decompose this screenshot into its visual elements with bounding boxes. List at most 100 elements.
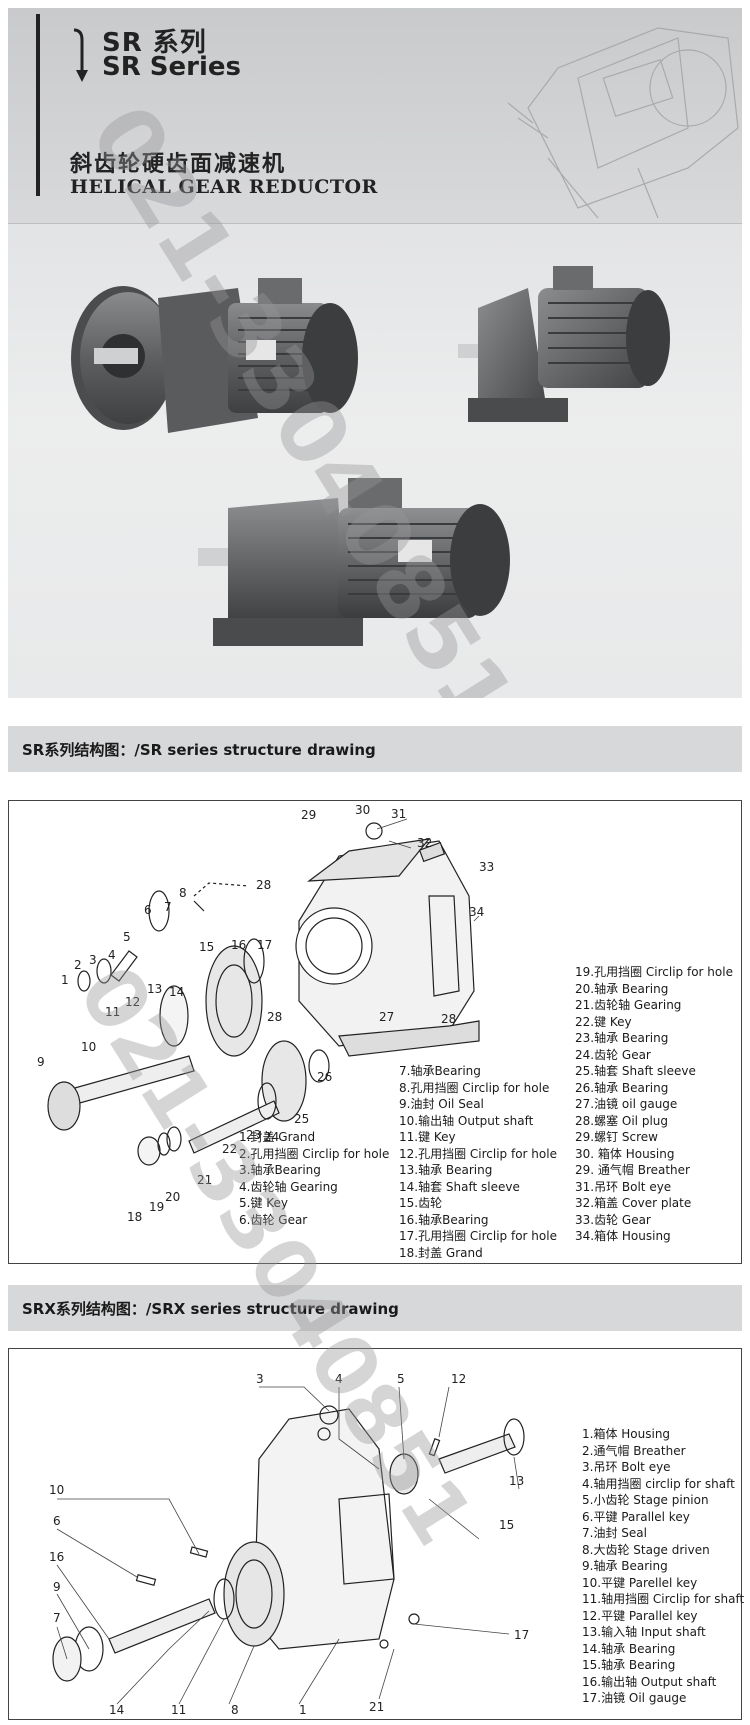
- part-number: 18: [127, 1210, 142, 1224]
- legend-item: 13.输入轴 Input shaft: [582, 1625, 706, 1639]
- part-number: 27: [379, 1010, 394, 1024]
- part-number: 21: [369, 1700, 384, 1714]
- part-number: 1: [61, 973, 69, 987]
- part-number: 33: [479, 860, 494, 874]
- legend-item: 23.轴承 Bearing: [575, 1031, 669, 1045]
- legend-item: 17.孔用挡圈 Circlip for hole: [399, 1229, 557, 1243]
- part-number: 6: [144, 903, 152, 917]
- legend-item: 18.封盖 Grand: [399, 1245, 483, 1260]
- legend-item: 10.输出轴 Output shaft: [399, 1113, 534, 1128]
- legend-item: 12.平键 Parallel key: [582, 1608, 698, 1623]
- sr-parts-legend-a: 1.封盖 Grand 2.孔用挡圈 Circlip for hole 3.轴承B…: [239, 1129, 389, 1228]
- legend-item: 26.轴承 Bearing: [575, 1080, 669, 1095]
- part-number: 11: [171, 1703, 186, 1717]
- legend-item: 4.齿轮轴 Gearing: [239, 1179, 338, 1194]
- part-number: 24: [264, 1130, 279, 1144]
- title-accent-bar: [36, 14, 40, 196]
- legend-item: 29. 通气帽 Breather: [575, 1163, 690, 1177]
- part-number: 15: [199, 940, 214, 954]
- legend-item: 3.吊环 Bolt eye: [582, 1460, 671, 1474]
- sr-exploded-view-drawing: 29 30 31 32 33 34 28 17 28 27 28 6 8 7 5…: [37, 803, 494, 1224]
- legend-item: 29.螺钉 Screw: [575, 1130, 658, 1144]
- gear-reducer-photo-foot: [458, 266, 670, 422]
- series-name-cn: SR 系列: [102, 28, 207, 58]
- part-number: 23: [246, 1128, 261, 1142]
- series-name-en: SR Series: [102, 52, 242, 82]
- part-number: 3: [256, 1372, 264, 1386]
- part-number: 26: [317, 1070, 332, 1084]
- legend-item: 34.箱体 Housing: [575, 1229, 671, 1243]
- part-number: 4: [108, 948, 116, 962]
- legend-item: 27.油镜 oil gauge: [575, 1097, 678, 1111]
- part-number: 22: [222, 1142, 237, 1156]
- part-number: 28: [267, 1010, 282, 1024]
- part-number: 14: [109, 1703, 124, 1717]
- legend-item: 5.键 Key: [239, 1196, 289, 1210]
- part-number: 1: [299, 1703, 307, 1717]
- legend-item: 2.通气帽 Breather: [582, 1443, 686, 1458]
- part-number: 5: [123, 930, 131, 944]
- part-number: 32: [417, 836, 432, 850]
- part-number: 20: [165, 1190, 180, 1204]
- legend-item: 22.键 Key: [575, 1014, 632, 1029]
- legend-item: 19.孔用挡圈 Circlip for hole: [575, 965, 733, 979]
- legend-item: 20.轴承 Bearing: [575, 981, 669, 996]
- legend-item: 10.平键 Parellel key: [582, 1575, 698, 1590]
- part-number: 9: [37, 1055, 45, 1069]
- part-number: 29: [301, 808, 316, 822]
- legend-item: 8.大齿轮 Stage driven: [582, 1542, 710, 1557]
- part-number: 7: [164, 900, 172, 914]
- part-number: 14: [169, 985, 184, 999]
- legend-item: 15.齿轮: [399, 1196, 443, 1210]
- part-number: 13: [509, 1474, 524, 1488]
- legend-item: 7.轴承Bearing: [399, 1064, 481, 1078]
- sr-parts-legend-c: 19.孔用挡圈 Circlip for hole 20.轴承 Bearing 2…: [575, 964, 733, 1245]
- part-number: 12: [125, 995, 140, 1009]
- legend-item: 8.孔用挡圈 Circlip for hole: [399, 1080, 550, 1095]
- part-number: 6: [53, 1514, 61, 1528]
- hero-divider: [8, 223, 742, 224]
- legend-item: 24.齿轮 Gear: [575, 1047, 651, 1062]
- gear-reducer-photo-flange: [71, 278, 358, 433]
- legend-item: 14.轴承 Bearing: [582, 1641, 676, 1656]
- part-number: 25: [294, 1112, 309, 1126]
- part-number: 12: [451, 1372, 466, 1386]
- part-number: 21: [197, 1173, 212, 1187]
- part-number: 7: [53, 1611, 61, 1625]
- legend-item: 31.吊环 Bolt eye: [575, 1179, 672, 1194]
- legend-item: 2.孔用挡圈 Circlip for hole: [239, 1146, 390, 1161]
- legend-item: 11.轴用挡圈 Circlip for shaft: [582, 1592, 745, 1606]
- legend-item: 21.齿轮轴 Gearing: [575, 998, 682, 1012]
- part-number: 8: [179, 886, 187, 900]
- legend-item: 1.箱体 Housing: [582, 1427, 671, 1441]
- part-number: 17: [514, 1628, 529, 1642]
- part-number: 8: [231, 1703, 239, 1717]
- sr-parts-legend-b: 7.轴承Bearing 8.孔用挡圈 Circlip for hole 9.油封…: [399, 1063, 557, 1261]
- product-title-en: HELICAL GEAR REDUCTOR: [70, 176, 378, 198]
- legend-item: 6.平键 Parallel key: [582, 1509, 690, 1524]
- legend-item: 17.油镜 Oil gauge: [582, 1691, 687, 1705]
- part-number: 34: [469, 905, 484, 919]
- part-number: 2: [74, 958, 82, 972]
- legend-item: 28.螺塞 Oil plug: [575, 1113, 669, 1128]
- part-number: 28: [441, 1012, 456, 1026]
- part-number: 10: [49, 1483, 64, 1497]
- part-number: 16: [231, 938, 246, 952]
- legend-item: 12.孔用挡圈 Circlip for hole: [399, 1146, 557, 1161]
- srx-section-header: SRX系列结构图：/SRX series structure drawing: [8, 1285, 742, 1331]
- product-title-cn: 斜齿轮硬齿面减速机: [70, 152, 287, 177]
- hero-banner: SR 系列 SR Series 斜齿轮硬齿面减速机 HELICAL GEAR R…: [8, 8, 742, 698]
- part-number: 16: [49, 1550, 64, 1564]
- legend-item: 9.油封 Oil Seal: [399, 1097, 484, 1111]
- legend-item: 15.轴承 Bearing: [582, 1658, 676, 1672]
- part-number: 28: [256, 878, 271, 892]
- srx-section-title: SRX系列结构图：/SRX series structure drawing: [22, 1300, 399, 1318]
- part-number: 15: [499, 1518, 514, 1532]
- part-number: 5: [397, 1372, 405, 1386]
- legend-item: 11.键 Key: [399, 1130, 456, 1144]
- legend-item: 9.轴承 Bearing: [582, 1559, 668, 1573]
- sr-structure-drawing-panel: 29 30 31 32 33 34 28 17 28 27 28 6 8 7 5…: [8, 800, 742, 1264]
- part-number: 31: [391, 807, 406, 821]
- legend-item: 16.轴承Bearing: [399, 1212, 489, 1227]
- part-number: 10: [81, 1040, 96, 1054]
